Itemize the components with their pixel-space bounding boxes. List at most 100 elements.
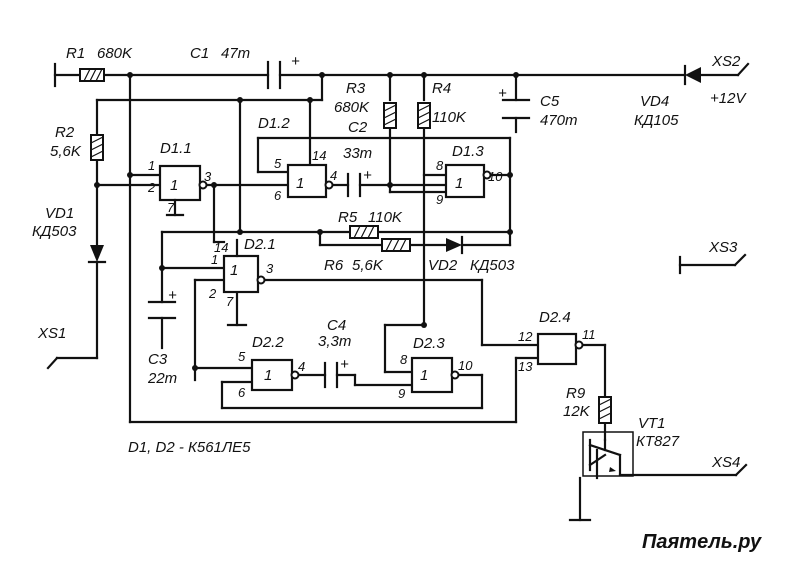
gate-d2-2 bbox=[250, 358, 300, 392]
r2-label: R2 bbox=[55, 124, 75, 141]
gate-d2-4 bbox=[536, 332, 584, 366]
wiring bbox=[46, 62, 750, 522]
d12-symbol: 1 bbox=[296, 175, 304, 192]
d12-pin-5: 5 bbox=[274, 156, 282, 171]
capacitor-c3 bbox=[147, 300, 177, 320]
d13-pin-9: 9 bbox=[436, 192, 443, 207]
c5-polarity: + bbox=[498, 85, 507, 102]
resistor-r5 bbox=[349, 225, 379, 239]
r4-label: R4 bbox=[432, 80, 451, 97]
xs3-label: XS3 bbox=[708, 239, 738, 256]
gate-d2-1 bbox=[222, 238, 266, 294]
vd2-value: КД503 bbox=[470, 257, 515, 274]
capacitor-c5 bbox=[501, 98, 531, 120]
d11-pin-3: 3 bbox=[204, 169, 212, 184]
c1-polarity: + bbox=[291, 53, 300, 70]
r2-value: 5,6K bbox=[50, 143, 82, 160]
diode-vd4 bbox=[683, 64, 701, 86]
r1-label: R1 bbox=[66, 45, 85, 62]
d24-label: D2.4 bbox=[539, 309, 571, 326]
c3-value: 22m bbox=[147, 370, 177, 387]
d23-pin-10: 10 bbox=[458, 358, 473, 373]
d24-pin-11: 11 bbox=[582, 327, 596, 342]
r9-value: 12K bbox=[563, 403, 591, 420]
c5-value: 470m bbox=[540, 112, 578, 129]
d11-pin-2: 2 bbox=[147, 180, 156, 195]
pin-numbers: 1 2 3 7 5 6 4 14 8 9 10 1 2 3 7 14 5 6 4… bbox=[147, 148, 596, 401]
junction-dots bbox=[94, 72, 519, 371]
r9-label: R9 bbox=[566, 385, 586, 402]
c4-label: C4 bbox=[327, 317, 346, 334]
d12-pin-14: 14 bbox=[312, 148, 326, 163]
d11-symbol: 1 bbox=[170, 177, 178, 194]
c2-polarity: + bbox=[363, 167, 372, 184]
d24-pin-13: 13 bbox=[518, 359, 533, 374]
r3-value: 680K bbox=[334, 99, 370, 116]
r6-label: R6 bbox=[324, 257, 344, 274]
d12-pin-4: 4 bbox=[330, 168, 337, 183]
vd4-label: VD4 bbox=[640, 93, 669, 110]
d21-pin-14: 14 bbox=[214, 240, 228, 255]
ic-note: D1, D2 - К561ЛЕ5 bbox=[128, 439, 251, 456]
r5-label: R5 bbox=[338, 209, 358, 226]
vt1-value: КТ827 bbox=[636, 433, 680, 450]
d21-pin-1: 1 bbox=[211, 252, 218, 267]
d23-pin-8: 8 bbox=[400, 352, 408, 367]
capacitor-c2 bbox=[346, 172, 362, 198]
d13-label: D1.3 bbox=[452, 143, 484, 160]
transistor-vt1 bbox=[582, 431, 634, 477]
d22-pin-6: 6 bbox=[238, 385, 246, 400]
d13-pin-8: 8 bbox=[436, 158, 444, 173]
resistor-r4 bbox=[417, 102, 431, 129]
d21-symbol: 1 bbox=[230, 262, 238, 279]
d11-label: D1.1 bbox=[160, 140, 192, 157]
c2-label: C2 bbox=[348, 119, 368, 136]
supply-label: +12V bbox=[710, 90, 747, 107]
d21-label: D2.1 bbox=[244, 236, 276, 253]
d13-symbol: 1 bbox=[455, 175, 463, 192]
r3-label: R3 bbox=[346, 80, 366, 97]
d21-pin-3: 3 bbox=[266, 261, 274, 276]
diode-vd1 bbox=[87, 245, 107, 264]
resistor-r6 bbox=[381, 238, 411, 252]
capacitor-c1 bbox=[266, 60, 282, 90]
c2-value: 33m bbox=[343, 145, 372, 162]
d22-symbol: 1 bbox=[264, 367, 272, 384]
c5-label: C5 bbox=[540, 93, 560, 110]
capacitor-c4 bbox=[323, 361, 339, 389]
gate-d1-2 bbox=[286, 163, 334, 199]
xs4-label: XS4 bbox=[711, 454, 740, 471]
d23-label: D2.3 bbox=[413, 335, 445, 352]
d12-label: D1.2 bbox=[258, 115, 290, 132]
r1-value: 680K bbox=[97, 45, 133, 62]
vd4-value: КД105 bbox=[634, 112, 679, 129]
c3-polarity: + bbox=[168, 287, 177, 304]
vd1-value: КД503 bbox=[32, 223, 77, 240]
c1-value: 47m bbox=[221, 45, 250, 62]
component-labels: R1 680K C1 47m + R2 5,6K VD1 КД503 D1.1 … bbox=[32, 45, 762, 553]
r6-value: 5,6K bbox=[352, 257, 384, 274]
resistor-r9 bbox=[598, 396, 612, 424]
resistor-r3 bbox=[383, 102, 397, 129]
gate-d2-3 bbox=[410, 356, 460, 394]
d23-symbol: 1 bbox=[420, 367, 428, 384]
vd1-label: VD1 bbox=[45, 205, 74, 222]
d23-pin-9: 9 bbox=[398, 386, 405, 401]
d11-pin-7: 7 bbox=[167, 200, 175, 215]
resistor-r2 bbox=[90, 134, 104, 161]
xs1-label: XS1 bbox=[37, 325, 66, 342]
d11-pin-1: 1 bbox=[148, 158, 155, 173]
c4-polarity: + bbox=[340, 356, 349, 373]
gate-d1-1 bbox=[158, 164, 208, 217]
diode-vd2 bbox=[446, 235, 464, 255]
resistor-r1 bbox=[79, 68, 105, 82]
watermark: Паяmель.ру bbox=[642, 531, 762, 553]
c1-label: C1 bbox=[190, 45, 209, 62]
c3-label: C3 bbox=[148, 351, 168, 368]
d13-pin-10: 10 bbox=[488, 169, 503, 184]
d12-pin-6: 6 bbox=[274, 188, 282, 203]
vt1-label: VT1 bbox=[638, 415, 666, 432]
d22-label: D2.2 bbox=[252, 334, 284, 351]
xs2-label: XS2 bbox=[711, 53, 741, 70]
